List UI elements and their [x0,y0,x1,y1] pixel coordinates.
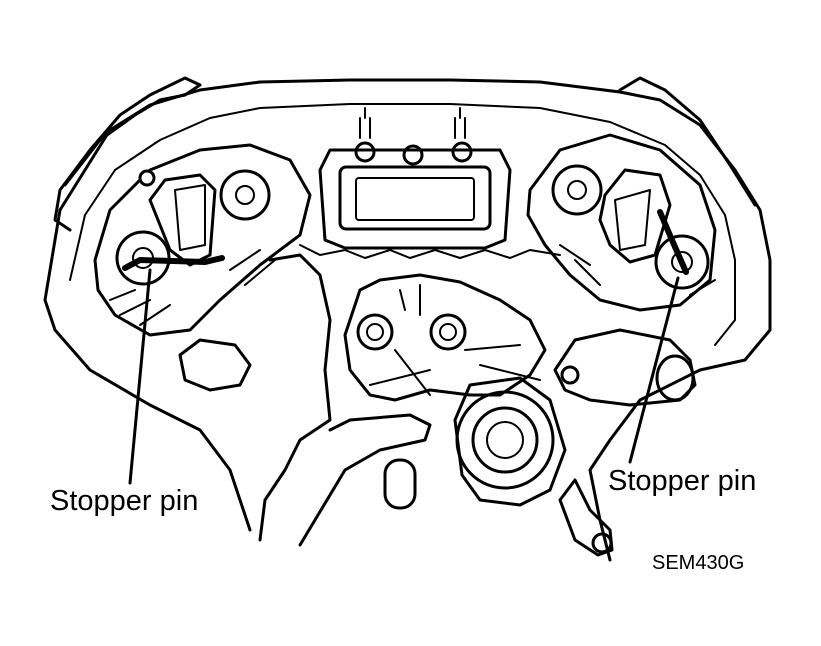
right-chain-tensioner [598,168,672,264]
pump-inner [486,421,524,459]
inner-cover-rim [69,103,736,346]
left-exhaust-sprocket [219,169,271,221]
stopper-pin-label-right: Stopper pin [608,465,757,497]
lower-right-bolt [591,532,613,554]
pump-outer [455,390,555,490]
lower-block-center [343,273,547,402]
center-window-inner [355,177,475,221]
right-intake-hub [671,251,693,273]
lower-right-bracket [558,478,614,557]
center-top-plate [318,148,512,250]
right-housing-cap [655,354,695,402]
upper-left-bracket [53,76,202,232]
right-housing [553,328,697,407]
figure-code: SEM430G [652,552,745,574]
lower-bolt-right-outer [429,313,467,351]
left-cam-ribs [109,249,276,326]
lower-left-bracket [178,338,252,392]
leader-line-right [628,276,680,464]
left-chain-tensioner [148,173,217,267]
left-tensioner-plunger [174,184,206,251]
right-sprocket-housing [526,133,717,312]
pump-middle [471,406,539,474]
center-scallop-edge [299,244,561,259]
lower-bolt-right-inner [439,323,457,341]
front-cover-left-edge [43,298,252,532]
right-exhaust-hub [567,180,587,200]
pump-flange [453,376,567,507]
left-stopper-pin-shape [122,255,225,271]
center-bolt-left [354,141,376,163]
right-housing-bolt [560,365,580,385]
upper-right-bracket [618,76,757,207]
right-exhaust-sprocket [551,164,603,216]
left-exhaust-hub [235,185,255,205]
right-tensioner-plunger [614,189,651,251]
right-cam-ribs [559,244,716,296]
center-keyholes [359,107,466,139]
left-pin-hole [138,169,156,187]
center-bolt-right [451,141,473,163]
stopper-pin-label-left: Stopper pin [50,485,199,517]
lower-arm [298,413,432,547]
lower-block-lines [369,284,541,396]
right-stopper-pin-shape [657,209,689,275]
oil-slot [383,458,417,510]
lower-bolt-left-outer [356,313,394,351]
center-window-outer [338,165,492,231]
leader-line-left [128,268,152,485]
lower-block-left-wall [258,253,332,542]
left-sprocket-housing [93,143,312,337]
center-bolt-mid [402,144,424,166]
lower-bolt-left-inner [366,323,384,341]
right-intake-sprocket [654,234,710,290]
